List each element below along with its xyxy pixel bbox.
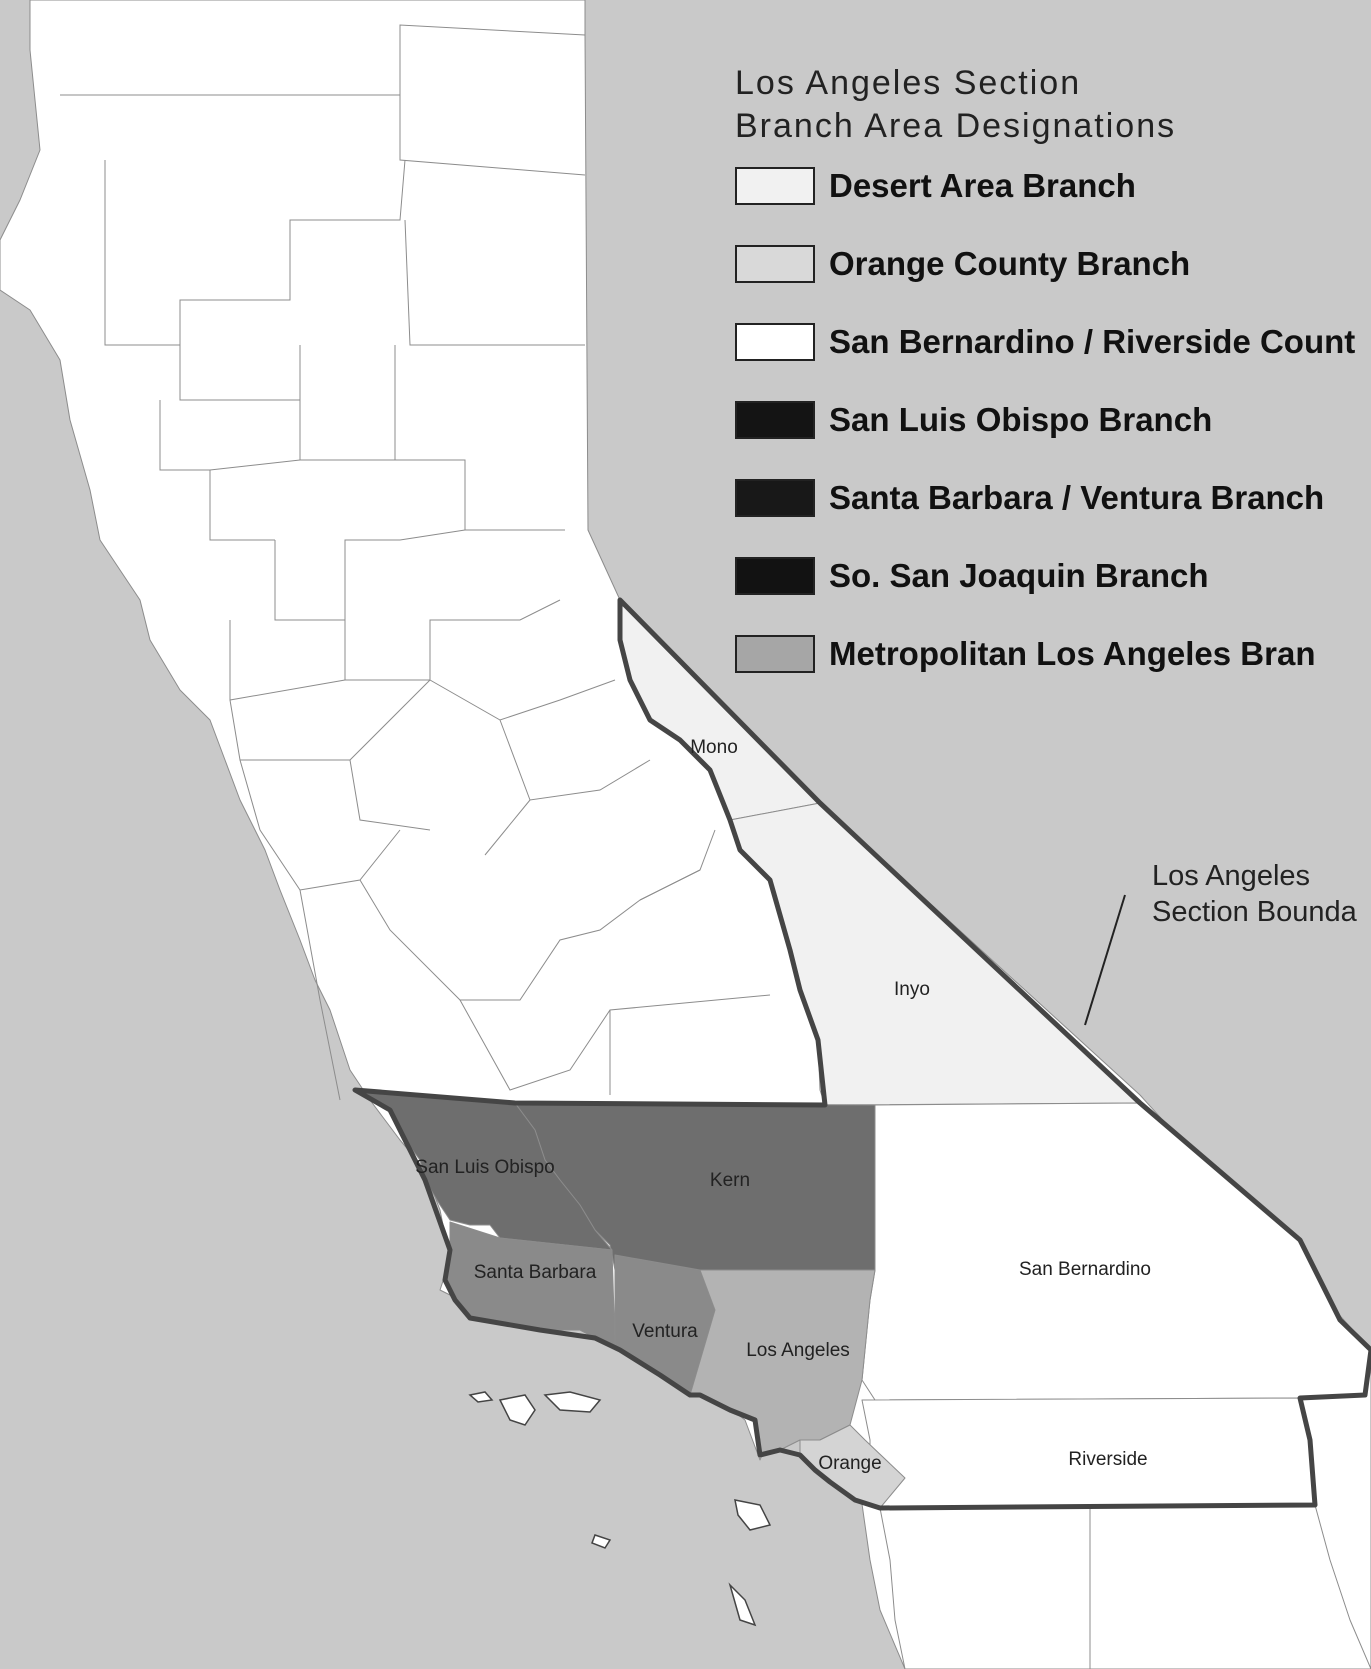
legend-label: San Luis Obispo Branch [829,401,1213,438]
legend-item: Metropolitan Los Angeles Bran [735,634,1371,674]
county-south-outside [879,1504,1371,1669]
county-san-luis-obispo [354,1089,613,1251]
legend-item: Santa Barbara / Ventura Branch [735,478,1371,518]
legend-item: So. San Joaquin Branch [735,556,1371,596]
legend-swatch [735,323,815,361]
legend-label: Santa Barbara / Ventura Branch [829,479,1325,516]
legend-title-line1: Los Angeles Section [735,64,1082,102]
legend-swatch [735,635,815,673]
legend-label: So. San Joaquin Branch [829,557,1209,594]
section-boundary [352,597,1371,1511]
label-orange: Orange [818,1453,881,1474]
channel-islands [468,1391,772,1627]
label-mono: Mono [690,737,738,758]
label-santa-barbara: Santa Barbara [474,1262,597,1283]
county-san-bernardino [861,1102,1371,1401]
legend-item: Orange County Branch [735,244,1371,284]
legend-swatch [735,245,815,283]
label-riverside: Riverside [1068,1449,1147,1470]
legend-swatch [735,401,815,439]
label-ventura: Ventura [632,1321,698,1342]
legend-label: San Bernardino / Riverside Count [829,323,1356,360]
legend: Los Angeles Section Branch Area Designat… [735,62,1371,712]
legend-label: Desert Area Branch [829,167,1136,204]
section-boundary-callout: Los Angeles Section Bounda [1152,858,1371,930]
legend-item: San Luis Obispo Branch [735,400,1371,440]
legend-label: Metropolitan Los Angeles Bran [829,635,1316,672]
legend-title: Los Angeles Section Branch Area Designat… [735,62,1371,148]
label-san-luis-obispo: San Luis Obispo [415,1157,554,1178]
legend-item: Desert Area Branch [735,166,1371,206]
legend-item: San Bernardino / Riverside Count [735,322,1371,362]
northern-county-lines [60,24,771,1101]
label-san-bernardino: San Bernardino [1019,1259,1151,1280]
label-kern: Kern [710,1170,750,1191]
legend-swatch [735,479,815,517]
legend-swatch [735,557,815,595]
label-los-angeles: Los Angeles [746,1340,850,1361]
label-inyo: Inyo [894,979,930,1000]
legend-title-line2: Branch Area Designations [735,107,1177,145]
callout-line1: Los Angeles [1152,860,1311,892]
legend-swatch [735,167,815,205]
callout-line2: Section Bounda [1152,896,1357,928]
callout-leader-line [1084,894,1126,1026]
legend-label: Orange County Branch [829,245,1191,282]
